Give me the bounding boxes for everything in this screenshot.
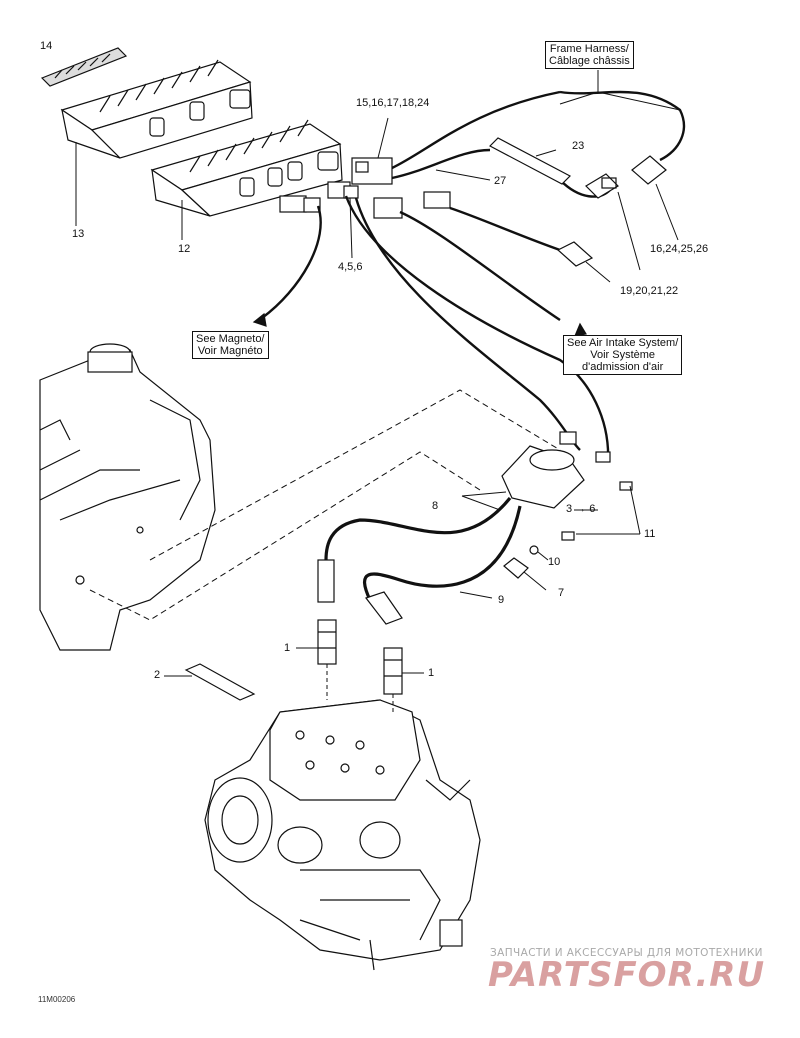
callout-9: 9	[498, 594, 505, 606]
connector-16	[585, 155, 667, 199]
oil-tank	[39, 343, 216, 651]
spark-plug-left	[317, 619, 337, 665]
see-air-intake-box: See Air Intake System/ Voir Système d'ad…	[563, 335, 683, 375]
screw-3	[619, 481, 633, 491]
grommet-10	[529, 545, 539, 555]
connector-magneto	[279, 195, 321, 213]
callout-23: 23	[572, 140, 585, 152]
callout-1-right: 1	[428, 667, 435, 679]
spark-plug-cap-right	[365, 591, 403, 625]
cover-part-13	[60, 59, 253, 159]
spark-plug-right	[383, 647, 403, 695]
cover-part-12	[150, 119, 343, 217]
callout-19-20-21-22: 19,20,21,22	[620, 285, 679, 297]
callout-12: 12	[178, 243, 191, 255]
sleeve-part-23	[489, 137, 571, 185]
callout-27: 27	[494, 175, 507, 187]
spark-plug-cap-left	[317, 559, 335, 603]
callout-16-24-25-26: 16,24,25,26	[650, 243, 709, 255]
callout-10: 10	[548, 556, 561, 568]
drawing-code: 11M00206	[38, 995, 76, 1004]
decal-part-2	[184, 663, 256, 701]
callout-14: 14	[40, 40, 53, 52]
connector-air	[373, 191, 451, 219]
nut-7	[503, 557, 529, 579]
callout-2: 2	[154, 669, 161, 681]
callout-7: 7	[558, 587, 565, 599]
callout-4-5-6: 4,5,6	[338, 261, 363, 273]
connector-15	[351, 157, 393, 185]
see-magneto-box: See Magneto/ Voir Magnéto	[192, 331, 269, 359]
watermark-tagline: ЗАПЧАСТИ И АКСЕССУАРЫ ДЛЯ МОТОТЕХНИКИ	[490, 947, 763, 959]
callout-13: 13	[72, 228, 85, 240]
frame-harness-box: Frame Harness/ Câblage châssis	[545, 41, 634, 69]
ht-wires	[324, 496, 522, 601]
decal-part-14	[40, 47, 128, 87]
connector-4	[327, 181, 359, 199]
harness-wires	[261, 90, 686, 463]
callout-15-16-17-18-24: 15,16,17,18,24	[356, 97, 430, 109]
callout-1-left: 1	[284, 642, 291, 654]
screw-11	[561, 531, 575, 541]
callout-11: 11	[644, 528, 656, 540]
ignition-coil	[501, 431, 611, 509]
engine	[204, 699, 481, 971]
connector-19	[556, 241, 594, 267]
callout-3-to-6: 3 → 6	[566, 503, 596, 515]
callout-8: 8	[432, 500, 439, 512]
watermark-logo: PARTSFOR.RU	[488, 955, 766, 995]
